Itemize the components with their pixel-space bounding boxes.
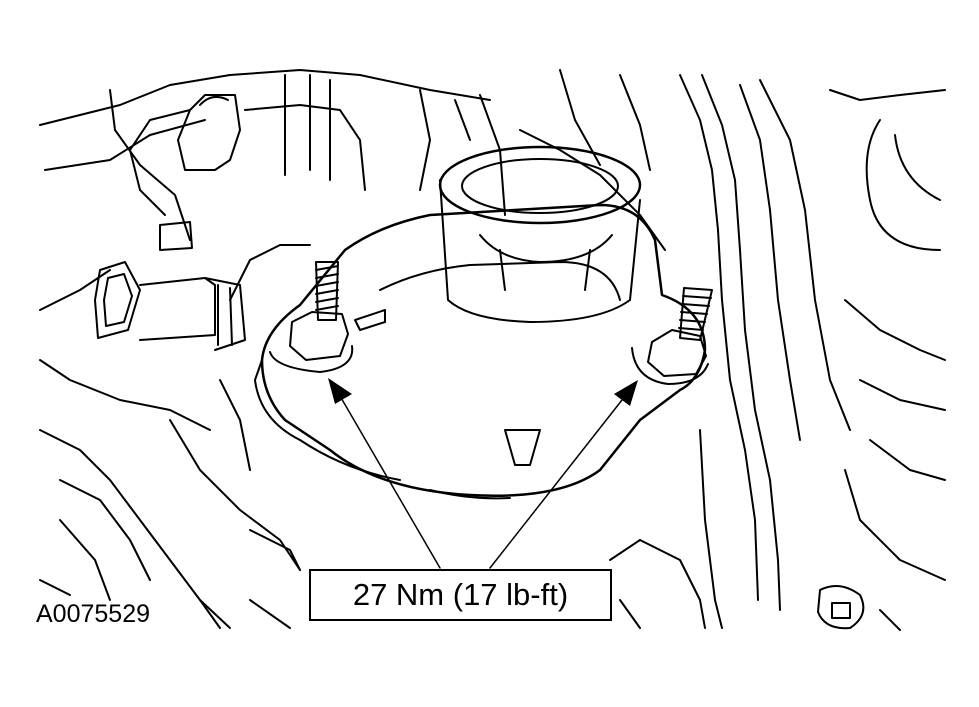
leader-arrows (328, 378, 638, 569)
sensor-connector (94, 261, 246, 351)
left-stud-bolt (269, 261, 354, 373)
torque-callout-label: 27 Nm (17 lb-ft) (309, 569, 612, 621)
right-stud-bolt (631, 287, 713, 385)
engine-background-linework (39, 69, 946, 631)
figure-id: A0075529 (36, 600, 151, 628)
thermostat-housing (254, 145, 707, 500)
